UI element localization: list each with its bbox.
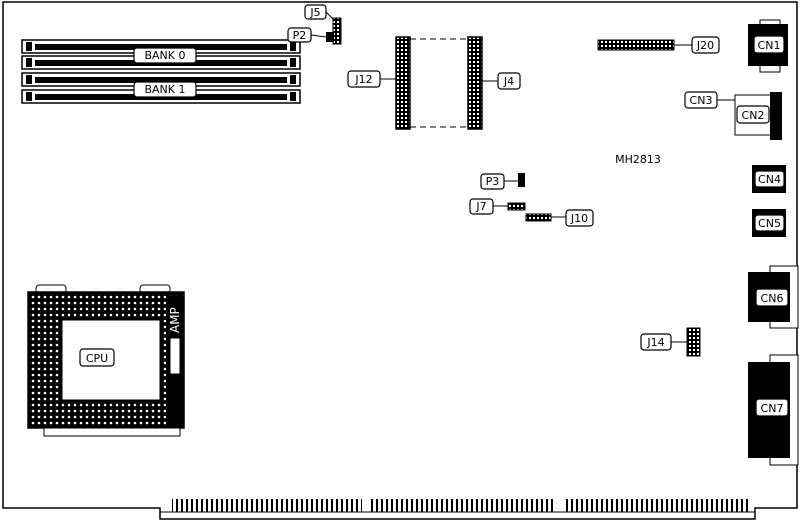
svg-text:CN7: CN7 bbox=[761, 402, 784, 415]
svg-text:CN1: CN1 bbox=[758, 39, 781, 52]
svg-text:P2: P2 bbox=[293, 29, 307, 42]
j5-jumper: J5 bbox=[304, 4, 342, 45]
simm-slots: BANK 0 BANK 1 bbox=[21, 39, 301, 104]
cn7-connector: CN7 bbox=[748, 354, 799, 466]
svg-text:BANK 1: BANK 1 bbox=[144, 83, 185, 96]
svg-text:BANK 0: BANK 0 bbox=[144, 49, 185, 62]
edge-connector bbox=[160, 499, 755, 513]
svg-text:CN6: CN6 bbox=[761, 292, 784, 305]
svg-text:CN5: CN5 bbox=[758, 217, 781, 230]
cpu-socket: AMP CPU bbox=[27, 284, 185, 437]
svg-text:J7: J7 bbox=[475, 200, 486, 213]
cn1-connector: CN1 bbox=[748, 19, 788, 73]
svg-text:J14: J14 bbox=[646, 336, 664, 349]
cpu-label: CPU bbox=[79, 348, 115, 367]
svg-text:P3: P3 bbox=[486, 175, 500, 188]
cn3-connector: CN3 bbox=[684, 91, 735, 109]
board-id-label: MH2813 bbox=[615, 153, 661, 166]
j4-header: J4 bbox=[467, 36, 521, 130]
svg-text:J10: J10 bbox=[570, 212, 588, 225]
cn2-connector: CN2 bbox=[734, 92, 782, 140]
p3-jumper: P3 bbox=[480, 173, 525, 190]
j10-jumper: J10 bbox=[525, 209, 594, 227]
svg-text:CN2: CN2 bbox=[742, 109, 765, 122]
cn6-connector: CN6 bbox=[748, 265, 799, 329]
j20-header: J20 bbox=[597, 36, 720, 54]
p2-jumper: P2 bbox=[287, 27, 334, 43]
cn4-connector: CN4 bbox=[752, 165, 786, 193]
j7-jumper: J7 bbox=[469, 198, 526, 215]
amp-brand-label: AMP bbox=[168, 307, 182, 333]
svg-text:J12: J12 bbox=[354, 73, 372, 86]
svg-text:J20: J20 bbox=[696, 39, 714, 52]
bank-0-label: BANK 0 bbox=[133, 47, 197, 64]
svg-text:CPU: CPU bbox=[86, 352, 108, 365]
j12-header: J12 bbox=[347, 36, 411, 130]
svg-text:J5: J5 bbox=[309, 6, 320, 19]
svg-text:CN4: CN4 bbox=[758, 173, 781, 186]
svg-text:J4: J4 bbox=[503, 75, 514, 88]
j14-header: J14 bbox=[640, 327, 701, 357]
svg-text:CN3: CN3 bbox=[690, 94, 713, 107]
cn5-connector: CN5 bbox=[752, 209, 786, 237]
bank-1-label: BANK 1 bbox=[133, 81, 197, 98]
